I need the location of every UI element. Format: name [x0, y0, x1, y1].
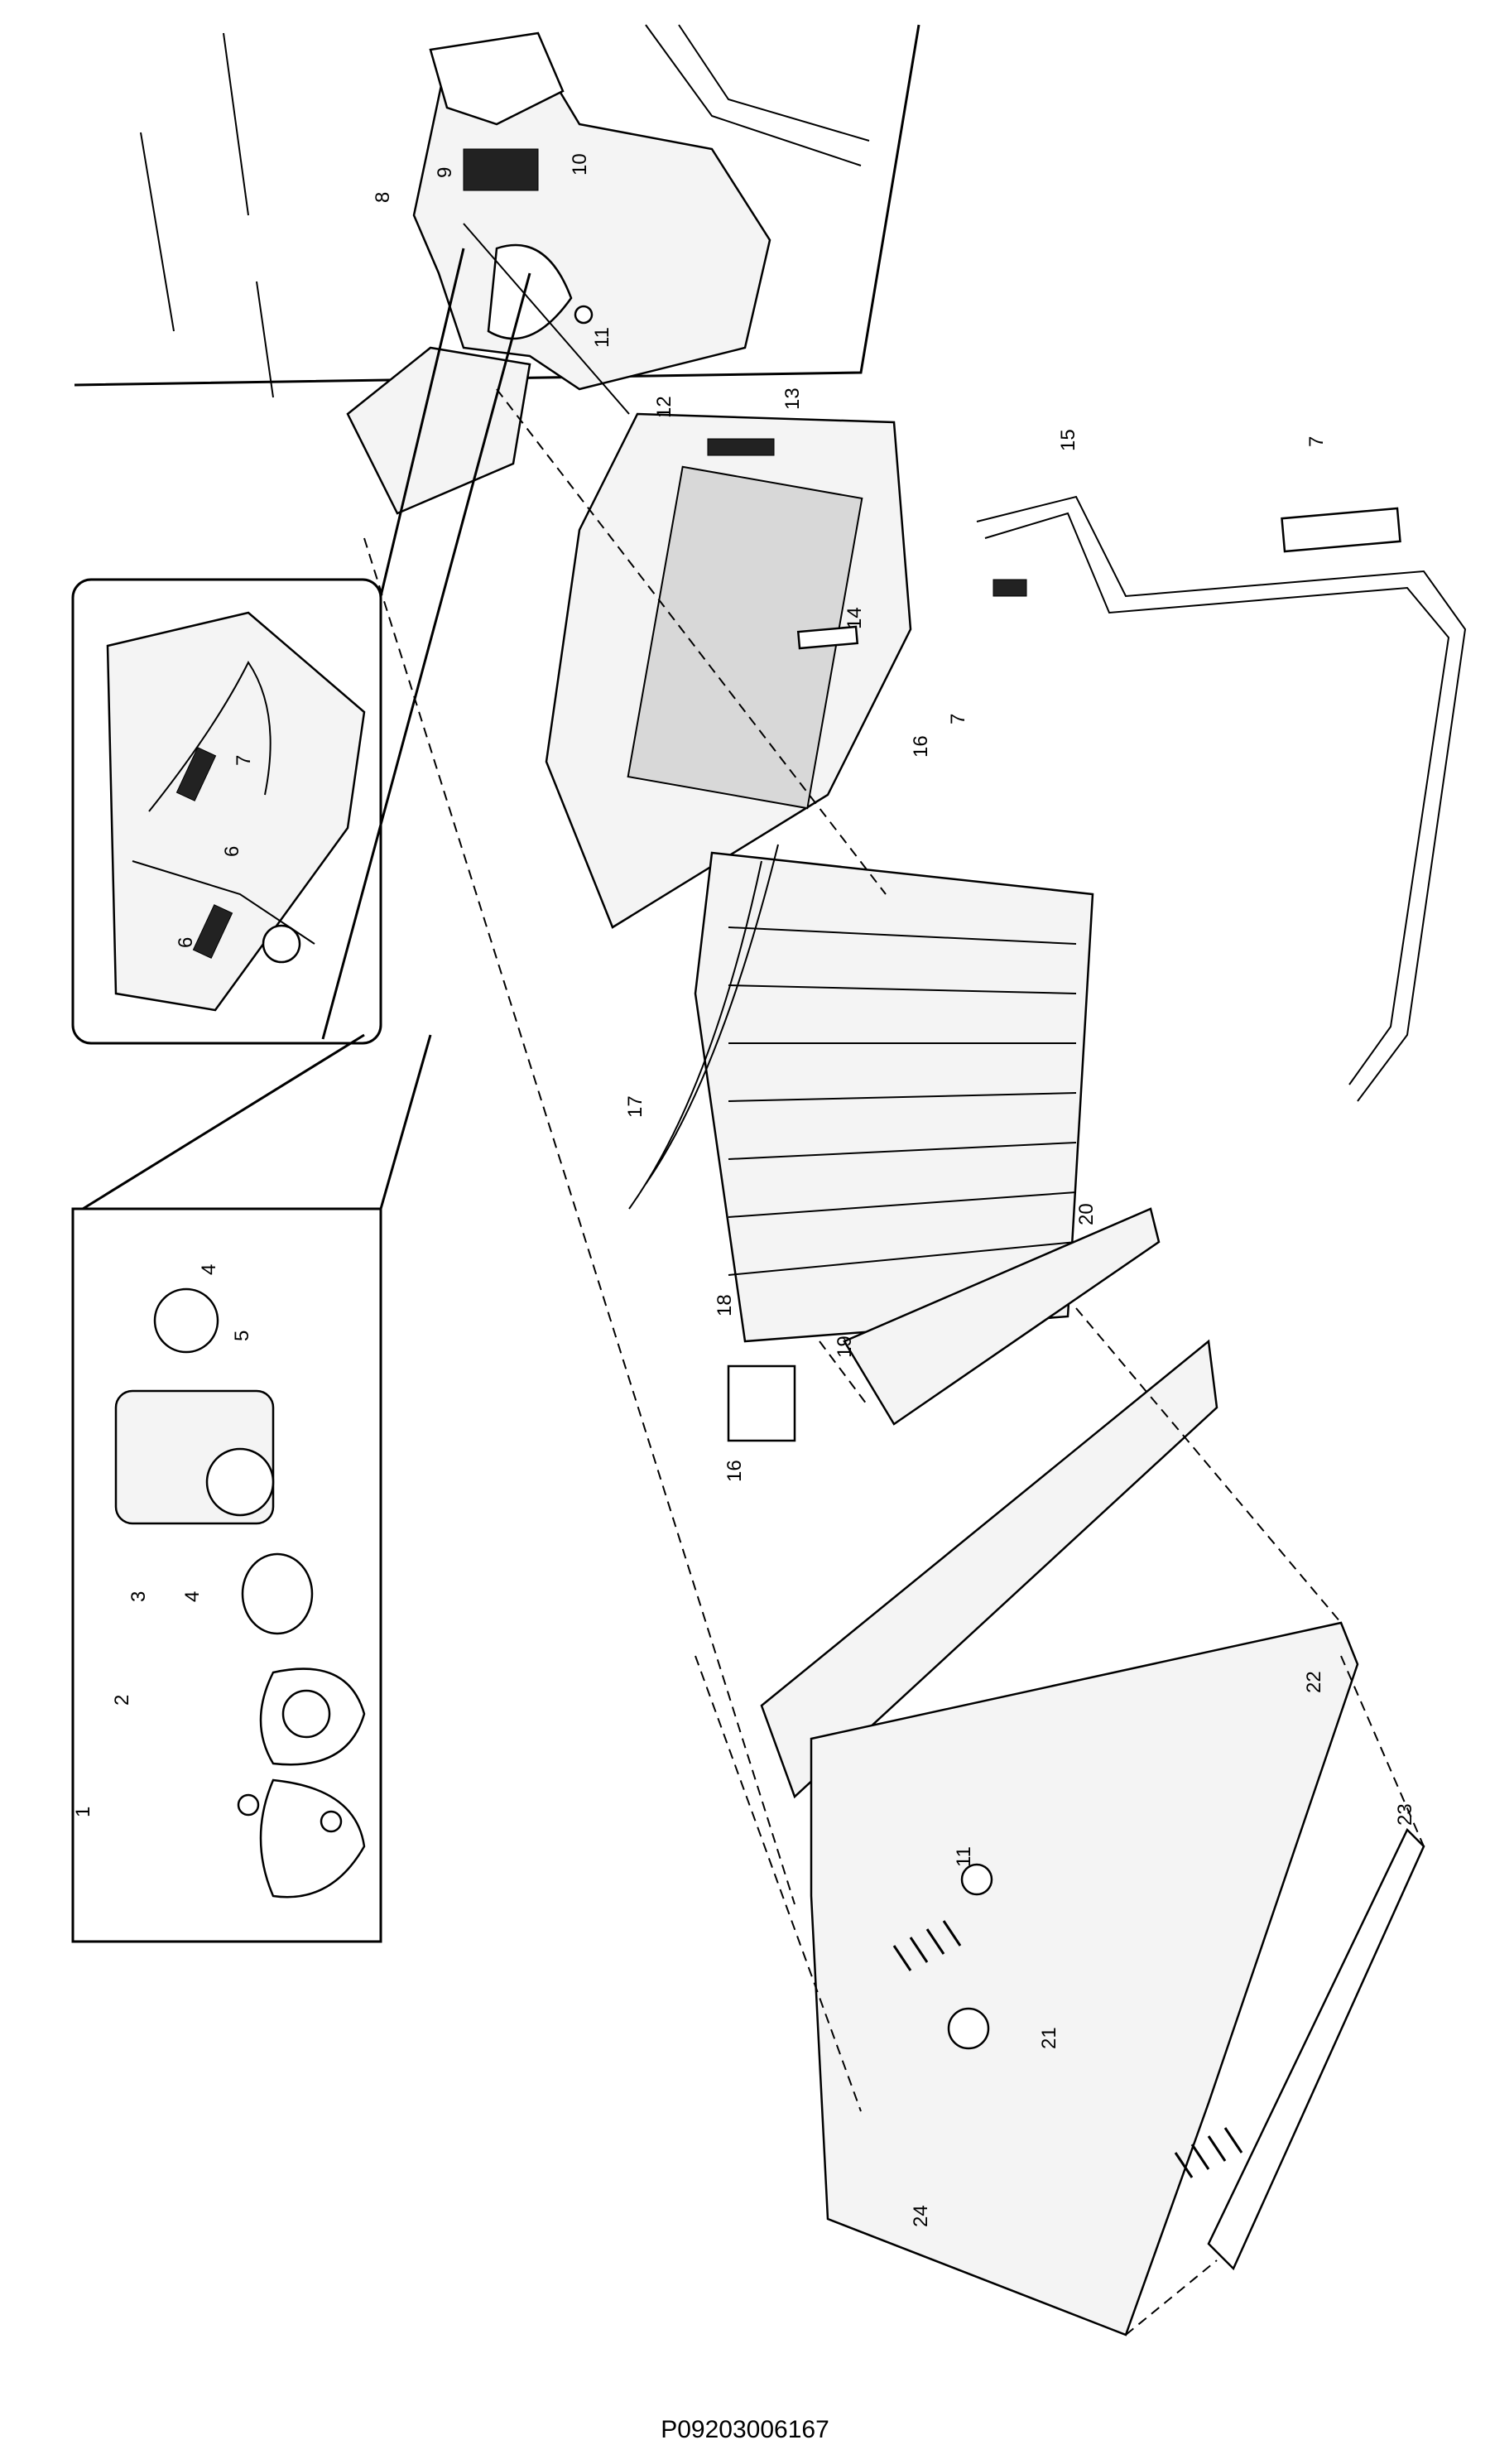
fan-shroud-assembly [346, 31, 771, 515]
callout-3: 3 [127, 1591, 150, 1602]
upper-vent-grille [892, 1920, 962, 1971]
cabinet-outline [74, 24, 920, 398]
callout-11a: 11 [591, 327, 613, 348]
callout-7b: 7 [1305, 436, 1328, 447]
callout-17: 17 [624, 1095, 646, 1118]
callout-23: 23 [1394, 1803, 1416, 1826]
callout-8: 8 [372, 192, 394, 203]
callout-10: 10 [569, 153, 591, 176]
catalog-number: P09203006167 [661, 2416, 829, 2443]
callout-16b: 16 [723, 1460, 746, 1482]
lower-vent-grille [1174, 2127, 1243, 2178]
defrost-heater [976, 495, 1467, 1102]
callout-4b: 4 [181, 1591, 204, 1602]
explode-guides [363, 388, 1425, 2336]
rear-access-panel [810, 1621, 1359, 2336]
callout-14: 14 [844, 607, 866, 629]
fan-motor-detail-inset [71, 1033, 432, 1943]
callout-22: 22 [1303, 1671, 1325, 1693]
callout-1: 1 [72, 1807, 94, 1817]
wiring-detail-inset [71, 248, 531, 1045]
callout-7a: 7 [233, 755, 255, 766]
callout-18: 18 [714, 1294, 736, 1316]
callout-24: 24 [910, 2205, 932, 2227]
callout-4a: 4 [198, 1264, 220, 1275]
evaporator-back-panels [727, 1207, 1218, 1799]
evaporator-coil [628, 844, 1094, 1343]
callout-21: 21 [1038, 2027, 1060, 2049]
callout-13: 13 [781, 387, 804, 410]
callout-16a: 16 [910, 735, 932, 758]
evaporator-cover [545, 412, 912, 929]
callout-15: 15 [1057, 429, 1079, 451]
callout-2: 2 [111, 1695, 133, 1706]
callout-7c: 7 [947, 714, 969, 724]
callout-6b: 6 [221, 846, 243, 857]
callout-19: 19 [834, 1335, 856, 1358]
callout-12: 12 [653, 396, 675, 418]
callout-5: 5 [231, 1331, 253, 1341]
callout-labels: 1 2 3 4 4 5 6 6 7 7 7 8 9 10 11 11 12 13… [72, 153, 1416, 2227]
callout-9: 9 [434, 167, 456, 178]
callout-11b: 11 [953, 1846, 975, 1867]
callout-6a: 6 [175, 937, 197, 948]
callout-20: 20 [1075, 1203, 1098, 1225]
